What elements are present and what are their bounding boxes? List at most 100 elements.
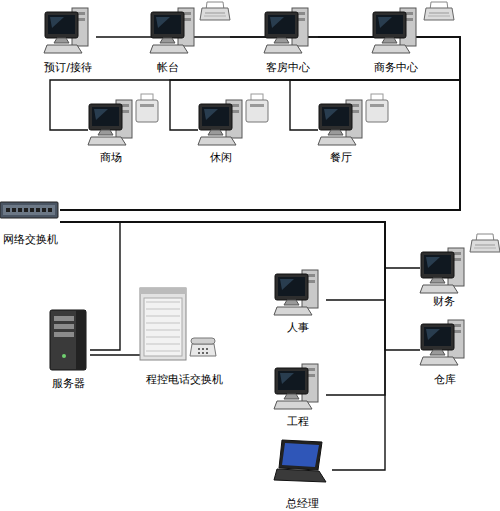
network-cable bbox=[60, 80, 460, 210]
receipt-printer bbox=[246, 100, 268, 122]
monitor-stand bbox=[54, 38, 69, 43]
keyboard bbox=[150, 45, 188, 53]
monitor-stand bbox=[430, 350, 445, 355]
label-group: 服务器 bbox=[36, 377, 100, 390]
screen bbox=[424, 327, 451, 346]
switch-port bbox=[24, 208, 28, 212]
label-group: 客房中心 bbox=[252, 61, 324, 74]
icon-group bbox=[0, 202, 58, 218]
icon-group bbox=[200, 2, 230, 20]
screen bbox=[92, 107, 119, 126]
monitor-stand bbox=[382, 38, 397, 43]
icon-group bbox=[420, 248, 464, 293]
icon-group bbox=[44, 8, 88, 53]
switch-port bbox=[18, 208, 22, 212]
screen-glare bbox=[324, 109, 338, 120]
device-node: 仓库 bbox=[420, 318, 476, 386]
dot-matrix-printer bbox=[424, 8, 454, 20]
monitor bbox=[199, 104, 232, 130]
icon-group bbox=[88, 100, 132, 145]
server-tower bbox=[50, 310, 86, 370]
laptop-base bbox=[274, 469, 326, 482]
keyboard bbox=[274, 401, 312, 409]
icon-group bbox=[420, 320, 464, 365]
monitor-stand bbox=[328, 130, 343, 135]
device-label: 财务 bbox=[433, 295, 455, 308]
device-icon bbox=[140, 288, 232, 386]
receipt-printer bbox=[366, 100, 388, 122]
label-group: 人事 bbox=[270, 321, 326, 334]
device-label: 网络交换机 bbox=[3, 233, 58, 246]
network-cable bbox=[60, 222, 420, 350]
keyboard bbox=[420, 285, 458, 293]
network-cable bbox=[60, 222, 420, 268]
icon-group bbox=[274, 440, 326, 482]
keyboard bbox=[420, 357, 458, 365]
device-node: 商务中心 bbox=[360, 2, 458, 74]
screen-glare bbox=[94, 109, 108, 120]
icon-group bbox=[150, 8, 194, 53]
printer-slot bbox=[429, 13, 449, 14]
cabinet-shelf bbox=[146, 316, 180, 317]
network-cable bbox=[60, 37, 460, 210]
network-cable bbox=[60, 80, 460, 210]
cabinet-top bbox=[140, 288, 186, 294]
monitor bbox=[421, 324, 454, 350]
screen bbox=[278, 277, 305, 296]
label-group: 休闲 bbox=[188, 151, 254, 164]
device-node: 帐台 bbox=[140, 2, 230, 74]
label-group: 帐台 bbox=[140, 61, 196, 74]
device-node: 总经理 bbox=[272, 438, 332, 510]
icon-group bbox=[366, 94, 388, 122]
icon-group bbox=[136, 94, 158, 122]
cabinet-shelf bbox=[146, 302, 180, 303]
screen-glare bbox=[426, 329, 440, 340]
label-group: 网络交换机 bbox=[0, 233, 60, 246]
printer-slot bbox=[204, 16, 226, 17]
label-group: 商场 bbox=[78, 151, 144, 164]
device-label: 仓库 bbox=[434, 373, 456, 386]
cabinet-door bbox=[144, 298, 182, 356]
icon-group bbox=[318, 100, 362, 145]
drive-bay bbox=[54, 316, 74, 321]
icon-group bbox=[424, 2, 454, 20]
cabinet-shelf bbox=[146, 330, 180, 331]
keyboard bbox=[198, 137, 236, 145]
pbx-cabinet bbox=[140, 288, 186, 360]
switch-port bbox=[48, 208, 52, 212]
printer-slot bbox=[428, 16, 450, 17]
screen bbox=[278, 371, 305, 390]
network-cable bbox=[90, 354, 140, 355]
receipt-printer bbox=[136, 100, 158, 122]
laptop-screen bbox=[282, 443, 319, 467]
printer-slot bbox=[370, 104, 384, 107]
label-group: 财务 bbox=[414, 295, 474, 308]
icon-group bbox=[274, 270, 318, 315]
screen bbox=[48, 15, 75, 34]
dot-matrix-printer bbox=[200, 8, 230, 20]
monitor-stand bbox=[160, 38, 175, 43]
printer-slot bbox=[475, 245, 495, 246]
device-label: 总经理 bbox=[286, 497, 319, 510]
label-group: 仓库 bbox=[420, 373, 470, 386]
screen-glare bbox=[270, 17, 284, 28]
device-node: 休闲 bbox=[198, 94, 270, 164]
device-icon bbox=[198, 94, 270, 164]
laptop-lid bbox=[279, 440, 322, 470]
printer-slot bbox=[250, 104, 264, 107]
dot-matrix-printer bbox=[470, 240, 500, 252]
drive-bay bbox=[54, 324, 74, 329]
network-switch bbox=[0, 202, 58, 218]
telephone bbox=[190, 344, 216, 356]
monitor bbox=[275, 274, 308, 300]
device-icon bbox=[420, 234, 500, 308]
drive-bay bbox=[54, 332, 74, 337]
device-icon bbox=[318, 94, 390, 164]
keyboard bbox=[274, 307, 312, 315]
monitor-stand bbox=[430, 278, 445, 283]
device-label: 餐厅 bbox=[330, 151, 352, 164]
monitor bbox=[151, 12, 184, 38]
handset bbox=[191, 338, 215, 344]
network-cable bbox=[60, 37, 460, 210]
device-node: 预订/接待 bbox=[40, 4, 96, 74]
